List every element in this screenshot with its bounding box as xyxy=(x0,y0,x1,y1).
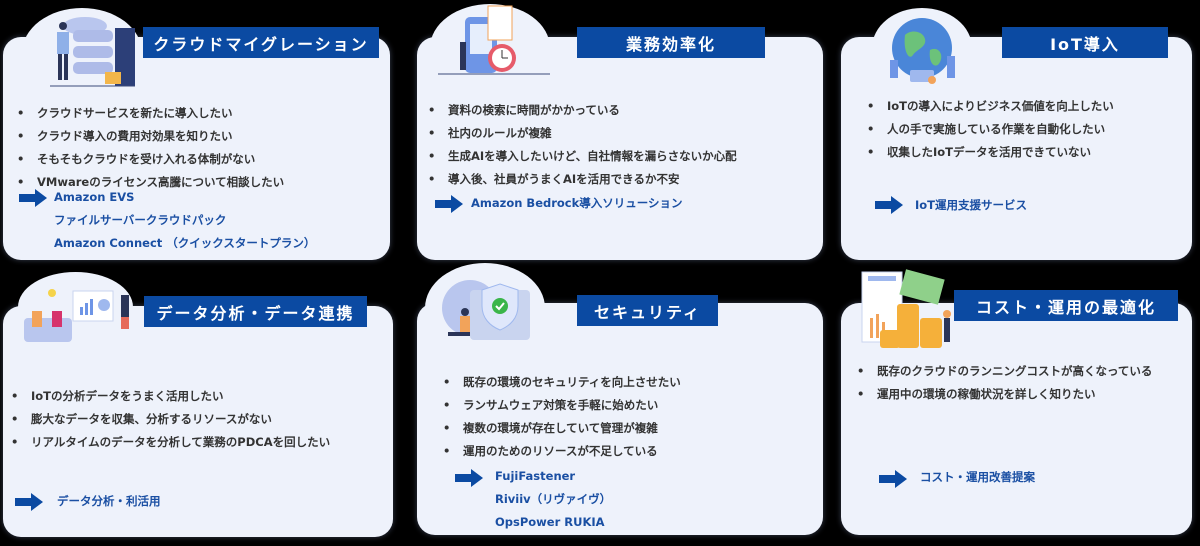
solution-link[interactable]: Riviiv（リヴァイヴ） xyxy=(495,492,612,506)
solution-link[interactable]: ファイルサーバークラウドパック xyxy=(54,213,227,227)
card-title: コスト・運用の最適化 xyxy=(954,290,1178,321)
card-title: IoT導入 xyxy=(1002,27,1168,58)
solution-links: Amazon Bedrock導入ソリューション xyxy=(471,192,683,215)
solution-links: データ分析・利活用 xyxy=(57,490,161,513)
arrow-right-icon xyxy=(879,470,907,488)
solution-link[interactable]: OpsPower RUKIA xyxy=(495,515,605,529)
cloud-server-illustration xyxy=(50,17,135,87)
issue-item: 収集したIoTデータを活用できていない xyxy=(867,141,1114,164)
issue-item: VMwareのライセンス高騰について相談したい xyxy=(17,171,284,194)
issue-item: 運用のためのリソースが不足している xyxy=(443,440,681,463)
issue-list: IoTの導入によりビジネス価値を向上したい 人の手で実施している作業を自動化した… xyxy=(867,95,1114,164)
issue-list: 既存の環境のセキュリティを向上させたい ランサムウェア対策を手軽に始めたい 複数… xyxy=(443,371,681,463)
card-title: 業務効率化 xyxy=(577,27,765,58)
issue-item: 既存のクラウドのランニングコストが高くなっている xyxy=(857,360,1152,383)
issue-item: 運用中の環境の稼働状況を詳しく知りたい xyxy=(857,383,1152,406)
issue-list: 資料の検索に時間がかかっている 社内のルールが複雑 生成AIを導入したいけど、自… xyxy=(428,99,737,191)
solution-link[interactable]: コスト・運用改善提案 xyxy=(920,470,1035,484)
issue-item: そもそもクラウドを受け入れる体制がない xyxy=(17,148,284,171)
arrow-right-icon xyxy=(19,189,47,207)
issue-item: 膨大なデータを収集、分析するリソースがない xyxy=(11,408,330,431)
issue-item: 既存の環境のセキュリティを向上させたい xyxy=(443,371,681,394)
cost-coins-illustration xyxy=(861,269,951,348)
issue-list: 既存のクラウドのランニングコストが高くなっている 運用中の環境の稼働状況を詳しく… xyxy=(857,360,1152,406)
card-title: クラウドマイグレーション xyxy=(143,27,379,58)
solution-links: IoT運用支援サービス xyxy=(915,194,1027,217)
arrow-right-icon xyxy=(455,469,483,487)
solution-link[interactable]: Amazon Bedrock導入ソリューション xyxy=(471,196,683,210)
issue-item: IoTの分析データをうまく活用したい xyxy=(11,385,330,408)
issue-list: IoTの分析データをうまく活用したい 膨大なデータを収集、分析するリソースがない… xyxy=(11,385,330,454)
solution-link[interactable]: Amazon Connect （クイックスタートプラン） xyxy=(54,236,316,250)
card-title: セキュリティ xyxy=(577,295,718,326)
globe-network-illustration xyxy=(890,18,955,84)
solution-link[interactable]: データ分析・利活用 xyxy=(57,494,161,508)
solution-links: コスト・運用改善提案 xyxy=(920,466,1035,489)
issue-item: リアルタイムのデータを分析して業務のPDCAを回したい xyxy=(11,431,330,454)
arrow-right-icon xyxy=(875,196,903,214)
arrow-right-icon xyxy=(435,195,463,213)
issue-item: 複数の環境が存在していて管理が複雑 xyxy=(443,417,681,440)
issue-item: 導入後、社員がうまくAIを活用できるか不安 xyxy=(428,168,737,191)
issue-item: 資料の検索に時間がかかっている xyxy=(428,99,737,122)
issue-item: クラウド導入の費用対効果を知りたい xyxy=(17,125,284,148)
calendar-clock-illustration xyxy=(438,5,550,75)
issue-item: 人の手で実施している作業を自動化したい xyxy=(867,118,1114,141)
issue-item: IoTの導入によりビジネス価値を向上したい xyxy=(867,95,1114,118)
arrow-right-icon xyxy=(15,493,43,511)
card-title: データ分析・データ連携 xyxy=(144,296,367,327)
solution-link[interactable]: FujiFastener xyxy=(495,469,576,483)
issue-item: クラウドサービスを新たに導入したい xyxy=(17,102,284,125)
issue-item: 社内のルールが複雑 xyxy=(428,122,737,145)
issue-item: 生成AIを導入したいけど、自社情報を漏らさないか心配 xyxy=(428,145,737,168)
issue-list: クラウドサービスを新たに導入したい クラウド導入の費用対効果を知りたい そもそも… xyxy=(17,102,284,194)
issue-item: ランサムウェア対策を手軽に始めたい xyxy=(443,394,681,417)
solution-link[interactable]: Amazon EVS xyxy=(54,190,135,204)
security-shield-illustration xyxy=(442,280,530,340)
solution-links: FujiFastener Riviiv（リヴァイヴ） OpsPower RUKI… xyxy=(495,465,611,534)
solution-link[interactable]: IoT運用支援サービス xyxy=(915,198,1028,212)
data-presentation-illustration xyxy=(24,289,129,342)
solution-links: Amazon EVS ファイルサーバークラウドパック Amazon Connec… xyxy=(54,186,315,255)
